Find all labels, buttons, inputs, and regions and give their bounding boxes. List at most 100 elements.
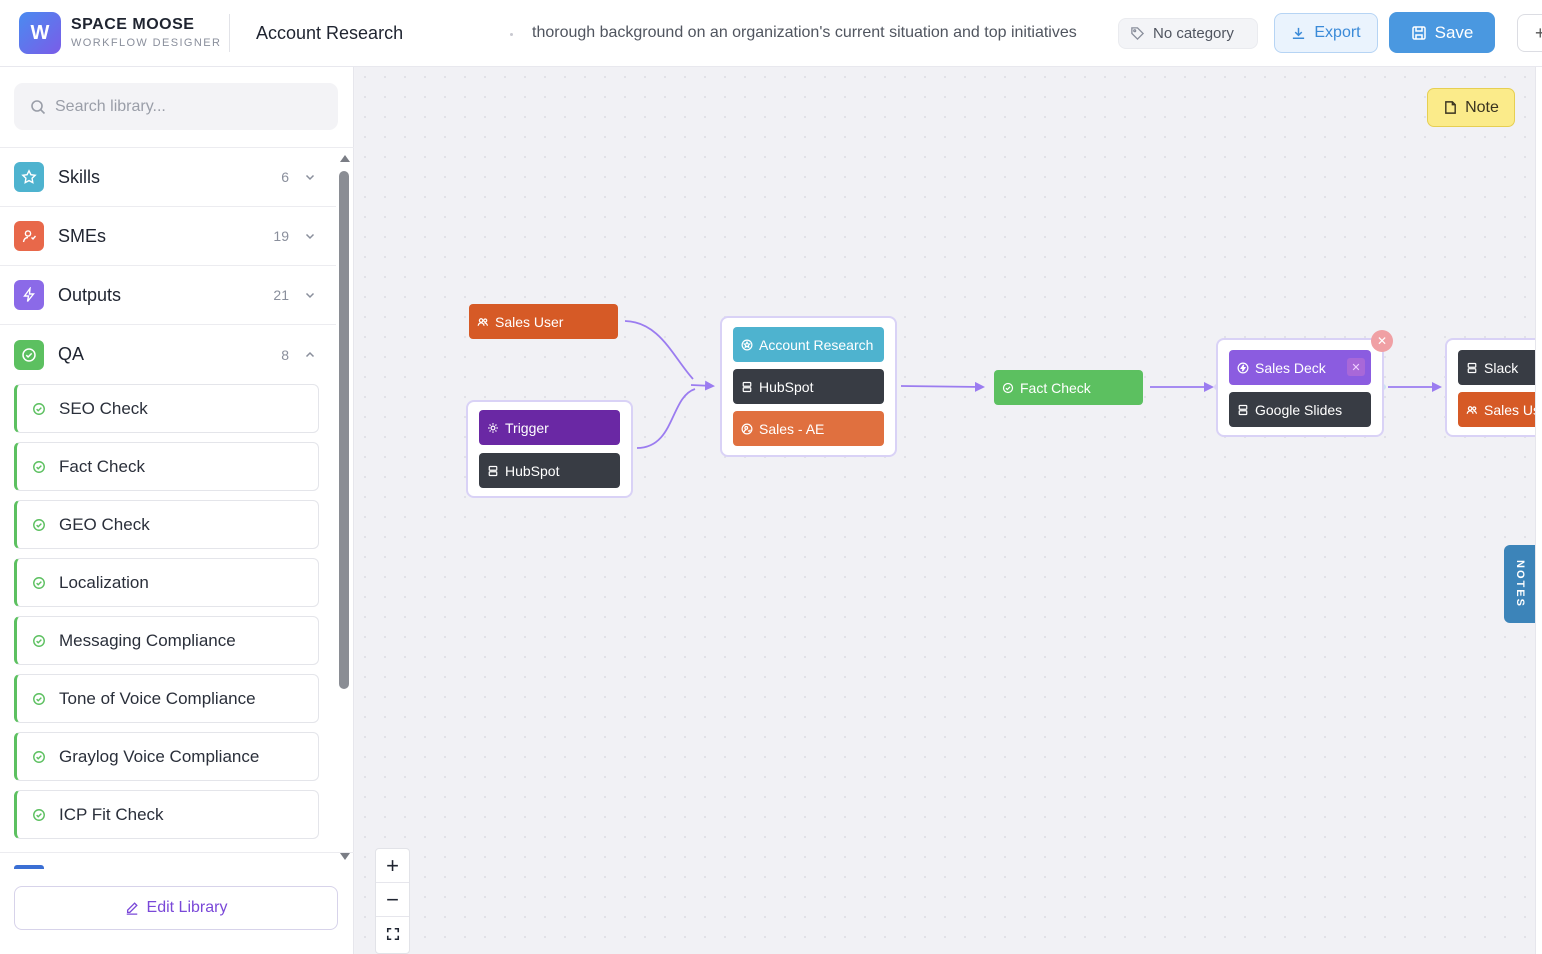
library-item-label: GEO Check <box>59 514 150 534</box>
chevron-up-icon[interactable] <box>304 349 316 361</box>
node-sales-ae[interactable]: Sales - AE <box>733 411 884 446</box>
library-item[interactable]: Fact Check <box>14 442 319 491</box>
star-icon <box>21 169 37 184</box>
edit-library-button[interactable]: Edit Library <box>14 886 338 930</box>
divider <box>0 852 354 853</box>
search-input[interactable]: Search library... <box>14 83 338 130</box>
library-item-label: ICP Fit Check <box>59 804 164 824</box>
node-google-slides[interactable]: Google Slides <box>1229 392 1371 427</box>
edge-trigger-to-account[interactable] <box>636 388 696 449</box>
zoom-in-button[interactable]: + <box>386 852 399 878</box>
library-sidebar: Search library... Skills 6 SMEs 19 Outpu… <box>0 67 354 954</box>
header-divider <box>229 14 230 52</box>
node-hubspot[interactable]: HubSpot <box>479 453 620 488</box>
scrollbar-thumb[interactable] <box>339 171 349 689</box>
check-circle-icon <box>22 347 36 362</box>
edit-library-label: Edit Library <box>146 899 228 916</box>
check-circle-icon <box>33 402 45 415</box>
node-hubspot[interactable]: HubSpot <box>733 369 884 404</box>
node-label: Account Research <box>759 336 874 353</box>
scroll-up-arrow-icon[interactable] <box>340 155 350 162</box>
skills-category-icon <box>14 162 44 192</box>
divider <box>376 916 409 917</box>
library-item[interactable]: Messaging Compliance <box>14 616 319 665</box>
export-label: Export <box>1314 24 1361 41</box>
node-sales-user[interactable]: Sales User <box>469 304 618 339</box>
pencil-icon <box>126 902 138 915</box>
delete-node-icon[interactable]: ✕ <box>1371 330 1393 352</box>
notes-panel-tab[interactable]: NOTES <box>1504 545 1535 623</box>
qa-category-icon <box>14 339 44 370</box>
category-skills[interactable]: Skills 6 <box>0 148 336 207</box>
workflow-canvas[interactable]: Sales User Trigger HubSpot Account Resea… <box>355 67 1535 954</box>
note-icon <box>1445 101 1456 114</box>
check-circle-icon <box>33 808 45 821</box>
category-selector[interactable]: No category <box>1118 18 1258 49</box>
chevron-down-icon[interactable] <box>304 171 316 183</box>
more-button[interactable]: + <box>1517 14 1542 52</box>
divider <box>0 147 354 148</box>
top-header: W SPACE MOOSE WORKFLOW DESIGNER Account … <box>0 0 1542 67</box>
add-note-button[interactable]: Note <box>1427 88 1515 127</box>
database-icon <box>488 465 498 476</box>
qa-item-list: SEO Check Fact Check GEO Check Localizat… <box>0 384 336 839</box>
category-label: Outputs <box>58 284 122 305</box>
database-icon <box>1238 404 1248 415</box>
download-icon <box>1293 27 1305 39</box>
brand-name: SPACE MOOSE <box>71 16 195 33</box>
export-button[interactable]: Export <box>1274 13 1378 53</box>
chevron-down-icon[interactable] <box>304 230 316 242</box>
edge-sales-user-to-account[interactable] <box>624 320 694 380</box>
check-circle-icon <box>33 518 45 531</box>
bolt-icon <box>1237 362 1249 373</box>
category-outputs[interactable]: Outputs 21 <box>0 266 336 325</box>
scroll-down-arrow-icon[interactable] <box>340 853 350 860</box>
category-qa[interactable]: QA 8 <box>0 325 336 384</box>
save-button[interactable]: Save <box>1389 12 1495 53</box>
node-sales-deck[interactable]: Sales Deck ✕ <box>1229 350 1371 385</box>
node-account-research[interactable]: Account Research <box>733 327 884 362</box>
library-item[interactable]: ICP Fit Check <box>14 790 319 839</box>
workflow-description[interactable]: thorough background on an organization's… <box>532 24 1077 41</box>
node-sales-user[interactable]: Sales User <box>1458 392 1535 427</box>
library-item-label: Messaging Compliance <box>59 630 236 650</box>
remove-chip-icon[interactable]: ✕ <box>1347 358 1365 376</box>
library-item[interactable]: SEO Check <box>14 384 319 433</box>
brand-subtitle: WORKFLOW DESIGNER <box>71 37 222 49</box>
check-circle-icon <box>33 692 45 705</box>
node-fact-check[interactable]: Fact Check <box>994 370 1143 405</box>
node-trigger[interactable]: Trigger <box>479 410 620 445</box>
edge-account-to-factcheck[interactable] <box>900 381 985 392</box>
node-group-trigger[interactable]: Trigger HubSpot <box>466 400 633 498</box>
library-item[interactable]: GEO Check <box>14 500 319 549</box>
category-label: No category <box>1153 25 1234 42</box>
sidebar-scrollbar[interactable] <box>337 155 351 860</box>
node-label: Slack <box>1484 359 1519 376</box>
fit-view-icon <box>386 927 399 940</box>
chevron-down-icon[interactable] <box>304 289 316 301</box>
library-item[interactable]: Tone of Voice Compliance <box>14 674 319 723</box>
user-icon <box>22 230 37 243</box>
node-group-account-research[interactable]: Account Research HubSpot Sales - AE <box>720 316 897 457</box>
outputs-category-icon <box>14 280 44 310</box>
category-count: 21 <box>273 287 289 303</box>
save-icon <box>1411 25 1426 40</box>
edge-merge-arrow[interactable] <box>690 380 715 391</box>
zoom-out-button[interactable]: − <box>386 886 399 912</box>
library-item[interactable]: Graylog Voice Compliance <box>14 732 319 781</box>
tag-icon <box>1131 27 1145 41</box>
node-group-sales-deck[interactable]: Sales Deck ✕ Google Slides <box>1216 338 1384 437</box>
library-item-label: Graylog Voice Compliance <box>59 746 260 766</box>
fit-view-button[interactable] <box>376 917 409 950</box>
category-smes[interactable]: SMEs 19 <box>0 207 336 266</box>
user-icon <box>477 317 489 326</box>
app-logo[interactable]: W <box>19 12 61 54</box>
node-label: Fact Check <box>1020 379 1091 396</box>
library-item[interactable]: Localization <box>14 558 319 607</box>
workflow-title[interactable]: Account Research <box>256 23 404 43</box>
check-circle-icon <box>33 634 45 647</box>
node-label: Google Slides <box>1255 401 1343 418</box>
node-slack[interactable]: Slack <box>1458 350 1535 385</box>
category-label: QA <box>58 344 85 364</box>
node-group-slack[interactable]: Slack Sales User <box>1445 338 1535 437</box>
